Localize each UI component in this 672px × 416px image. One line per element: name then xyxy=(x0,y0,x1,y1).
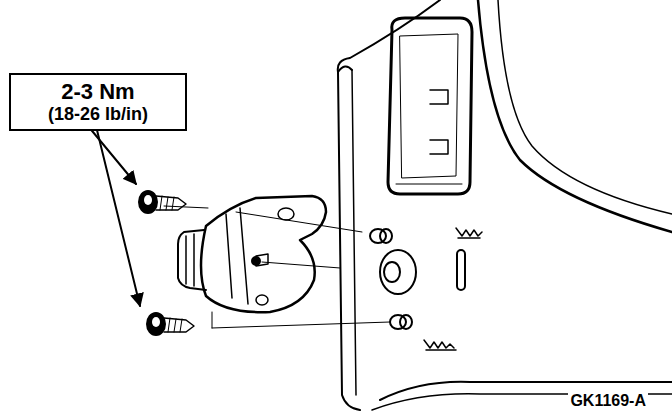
leader-line xyxy=(96,126,140,306)
shaft-hole xyxy=(380,250,416,294)
actuator-motor xyxy=(226,208,248,304)
panel-edge xyxy=(338,72,360,410)
panel-edge xyxy=(352,70,356,395)
mounting-hole xyxy=(370,229,386,243)
alignment-line xyxy=(262,262,340,268)
leader-line xyxy=(88,126,136,184)
mounting-hole xyxy=(380,229,392,243)
figure-number: GK1169-A xyxy=(568,392,648,410)
panel-edge xyxy=(338,66,352,72)
alignment-line xyxy=(212,312,213,328)
panel-edge xyxy=(338,0,440,72)
window-opening xyxy=(388,18,472,194)
window-opening xyxy=(396,184,462,185)
slot xyxy=(457,250,465,290)
shaft-hole xyxy=(384,262,400,282)
torque-conversion: (18-26 lb/in) xyxy=(21,104,175,125)
alignment-line xyxy=(164,206,208,208)
mounting-hole xyxy=(400,315,412,329)
alignment-line xyxy=(236,212,362,232)
output-shaft xyxy=(252,257,260,265)
mounting-ear xyxy=(278,208,294,220)
actuator-motor xyxy=(186,234,194,286)
panel-contour xyxy=(478,0,672,232)
window-opening xyxy=(400,34,458,178)
torque-callout-box: 2-3 Nm(18-26 lb/in) xyxy=(9,73,187,131)
clip xyxy=(424,340,456,350)
alignment-line xyxy=(212,322,390,328)
panel-contour xyxy=(498,0,672,214)
screw xyxy=(139,191,186,213)
mounting-ear xyxy=(256,295,268,305)
screw xyxy=(147,313,194,335)
torque-value: 2-3 Nm xyxy=(21,79,175,104)
latch-tab xyxy=(430,90,448,154)
clip xyxy=(456,228,482,238)
actuator-motor xyxy=(201,196,326,312)
mounting-hole xyxy=(390,315,406,329)
